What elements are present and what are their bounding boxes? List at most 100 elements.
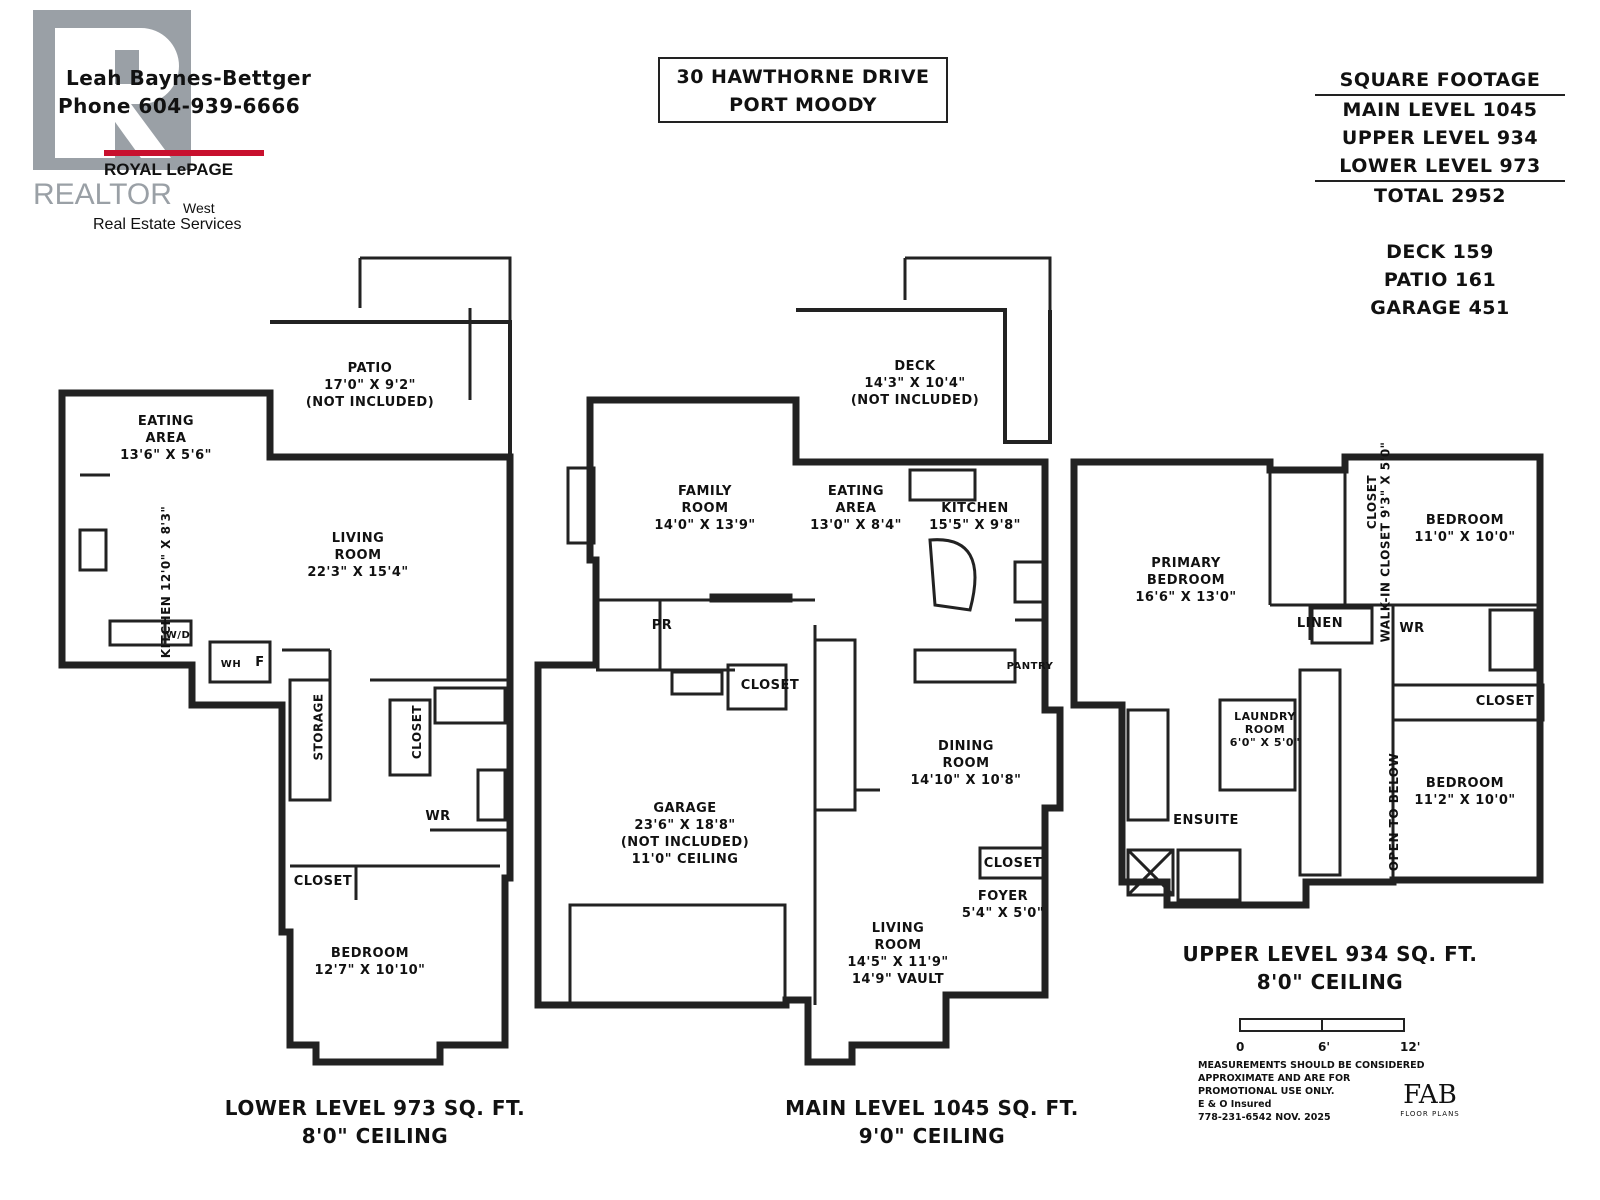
scale-0: 0 [1236, 1040, 1245, 1054]
lower-wr-text: WR [425, 809, 451, 824]
main-deck-label: DECK 14'3" X 10'4" (NOT INCLUDED) [851, 358, 979, 409]
address-box: 30 HAWTHORNE DRIVE PORT MOODY [658, 57, 948, 123]
scale-bar [1239, 1018, 1405, 1032]
main-level-outline [534, 396, 1064, 1066]
sqft-title: SQUARE FOOTAGE [1315, 66, 1565, 96]
upper-level-caption: UPPER LEVEL 934 SQ. FT. 8'0" CEILING [1183, 940, 1478, 996]
brand-west: West [183, 200, 215, 216]
lower-level-outline [58, 389, 514, 1066]
main-garage-text: GARAGE 23'6" X 18'8" (NOT INCLUDED) 11'0… [620, 801, 750, 867]
brand-bar [104, 150, 264, 156]
upper-walkin-label: WALK-IN CLOSET 9'3" X 5'0" [1378, 442, 1392, 643]
upper-wr-label: WR [1399, 620, 1424, 637]
lower-wr-label: WR [425, 808, 450, 825]
main-dining-text: DINING ROOM 14'10" X 10'8" [910, 739, 1022, 788]
lower-f-text: F [255, 655, 265, 670]
lower-wh-text: WH [220, 659, 242, 670]
upper-linen-label: LINEN [1297, 615, 1343, 632]
lower-f-label: F [255, 654, 264, 671]
main-kitchen-text: KITCHEN 15'5" X 9'8" [929, 501, 1021, 533]
main-family-label: FAMILY ROOM 14'0" X 13'9" [654, 483, 755, 534]
main-closet2-text: CLOSET [983, 856, 1043, 871]
main-level-sqft: MAIN LEVEL 1045 SQ. FT. [785, 1096, 1079, 1120]
realtor-logo [33, 10, 191, 170]
sqft-deck: DECK 159 [1386, 241, 1494, 263]
lower-patio-label: PATIO 17'0" X 9'2" (NOT INCLUDED) [306, 360, 434, 411]
lower-eating-text: EATING AREA 13'6" X 5'6" [120, 414, 212, 463]
lower-patio-outline [270, 320, 512, 457]
upper-ensuite-text: ENSUITE [1173, 813, 1239, 828]
fab-logo: FAB FLOOR PLANS [1390, 1080, 1470, 1118]
upper-primary-text: PRIMARY BEDROOM 16'6" X 13'0" [1135, 556, 1237, 605]
lower-wh-label: WH [221, 656, 241, 673]
main-closet-label: CLOSET [741, 677, 800, 694]
fab-subtitle: FLOOR PLANS [1400, 1110, 1460, 1118]
address-line1: 30 HAWTHORNE DRIVE [676, 66, 930, 88]
sqft-main: MAIN LEVEL 1045 [1342, 99, 1538, 121]
sqft-total: TOTAL 2952 [1374, 185, 1506, 207]
main-pantry-text: PANTRY [1006, 661, 1054, 672]
lower-patio-text: PATIO 17'0" X 9'2" (NOT INCLUDED) [305, 361, 435, 410]
lower-wd-text: W/D [165, 630, 191, 641]
lower-level-caption: LOWER LEVEL 973 SQ. FT. 8'0" CEILING [225, 1094, 525, 1150]
lower-storage-text: STORAGE [311, 693, 326, 761]
upper-walkin-text: WALK-IN CLOSET 9'3" X 5'0" [1378, 441, 1393, 643]
main-level-caption: MAIN LEVEL 1045 SQ. FT. 9'0" CEILING [785, 1094, 1079, 1150]
sqft-garage: GARAGE 451 [1370, 297, 1510, 319]
realtor-word: REALTOR [33, 178, 172, 211]
upper-closet2-text: CLOSET [1475, 694, 1535, 709]
upper-primary-label: PRIMARY BEDROOM 16'6" X 13'0" [1135, 555, 1236, 606]
brand-services: Real Estate Services [93, 216, 242, 233]
main-foyer-text: FOYER 5'4" X 5'0" [961, 889, 1045, 921]
main-garage-label: GARAGE 23'6" X 18'8" (NOT INCLUDED) 11'0… [621, 800, 749, 868]
upper-laundry-text: LAUNDRY ROOM 6'0" X 5'0" [1229, 710, 1301, 749]
main-pr-label: PR [652, 617, 673, 634]
scale-6: 6' [1318, 1040, 1331, 1054]
upper-ensuite-label: ENSUITE [1173, 812, 1239, 829]
main-family-text: FAMILY ROOM 14'0" X 13'9" [654, 484, 756, 533]
lower-level-sqft: LOWER LEVEL 973 SQ. FT. [224, 1096, 526, 1120]
main-dining-label: DINING ROOM 14'10" X 10'8" [911, 738, 1022, 789]
disclaimer-line3: PROMOTIONAL USE ONLY. [1198, 1086, 1335, 1097]
lower-closet2-label: CLOSET [294, 873, 353, 890]
lower-living-text: LIVING ROOM 22'3" X 15'4" [307, 531, 409, 580]
lower-living-label: LIVING ROOM 22'3" X 15'4" [307, 530, 408, 581]
sqft-patio: PATIO 161 [1383, 269, 1497, 291]
address-line2: PORT MOODY [729, 94, 877, 116]
square-footage-summary: SQUARE FOOTAGE MAIN LEVEL 1045 UPPER LEV… [1315, 66, 1565, 210]
disclaimer-line4: E & O Insured [1198, 1099, 1272, 1110]
lower-storage-label: STORAGE [312, 693, 326, 760]
main-stair-top [903, 256, 1052, 310]
upper-linen-text: LINEN [1296, 616, 1344, 631]
fab-mark: FAB [1403, 1080, 1457, 1110]
lower-wd-label: W/D [166, 627, 190, 644]
main-level-ceiling: 9'0" CEILING [858, 1124, 1006, 1148]
upper-laundry-label: LAUNDRY ROOM 6'0" X 5'0" [1230, 710, 1300, 749]
disclaimer-line2: APPROXIMATE AND ARE FOR [1198, 1073, 1351, 1084]
upper-bedroom2-text: BEDROOM 11'2" X 10'0" [1414, 776, 1516, 808]
upper-wr-text: WR [1399, 621, 1425, 636]
upper-open-below-text: OPEN TO BELOW [1387, 752, 1402, 872]
main-pr-text: PR [651, 618, 673, 633]
main-living-text: LIVING ROOM 14'5" X 11'9" 14'9" VAULT [847, 921, 949, 987]
scale-12: 12' [1400, 1040, 1421, 1054]
brand-name: ROYAL LePAGE [104, 160, 234, 179]
lower-eating-label: EATING AREA 13'6" X 5'6" [120, 413, 212, 464]
main-pantry-label: PANTRY [1007, 658, 1054, 675]
agent-name: Leah Baynes-Bettger [66, 66, 312, 90]
disclaimer: MEASUREMENTS SHOULD BE CONSIDERED APPROX… [1198, 1059, 1425, 1124]
sqft-upper: UPPER LEVEL 934 [1341, 127, 1539, 149]
main-living-label: LIVING ROOM 14'5" X 11'9" 14'9" VAULT [847, 920, 948, 988]
sqft-lower: LOWER LEVEL 973 [1315, 152, 1565, 182]
upper-level-ceiling: 8'0" CEILING [1256, 970, 1404, 994]
upper-level-sqft: UPPER LEVEL 934 SQ. FT. [1182, 942, 1478, 966]
lower-bedroom-text: BEDROOM 12'7" X 10'10" [314, 946, 426, 978]
main-deck-text: DECK 14'3" X 10'4" (NOT INCLUDED) [850, 359, 980, 408]
extras-summary: DECK 159 PATIO 161 GARAGE 451 [1350, 238, 1530, 322]
main-foyer-label: FOYER 5'4" X 5'0" [962, 888, 1044, 922]
lower-level-ceiling: 8'0" CEILING [301, 1124, 449, 1148]
disclaimer-line1: MEASUREMENTS SHOULD BE CONSIDERED [1198, 1060, 1425, 1071]
lower-stair-outline [358, 256, 512, 400]
upper-bedroom1-text: BEDROOM 11'0" X 10'0" [1414, 513, 1516, 545]
lower-closet2-text: CLOSET [293, 874, 353, 889]
